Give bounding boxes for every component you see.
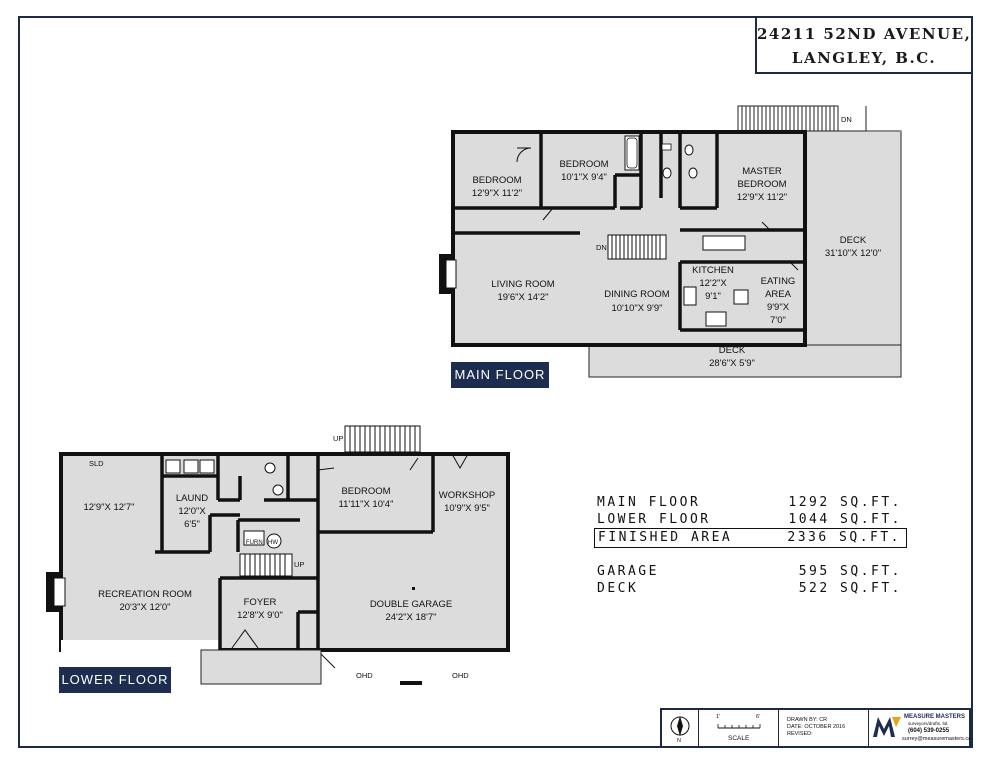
revised: REVISED: [787,731,813,737]
measure-masters-logo-icon [873,717,901,737]
main-room-living-name: LIVING ROOM [491,279,554,290]
lower-ohd-1: OHD [356,671,373,680]
main-dn-stair: DN [596,243,607,252]
lower-up-stair: UP [294,560,304,569]
area-row-garage: GARAGE 595 SQ.FT. [597,564,902,580]
lower-furn: FURN [246,540,263,546]
lower-room-bedroom-dims: 11'11"X 10'4" [339,499,394,510]
main-room-deck-name: DECK [840,235,867,246]
main-room-master-dims: 12'9"X 11'2" [737,192,787,203]
north-arrow-cell: N [662,710,699,746]
main-room-deck2-dims: 28'6"X 5'9" [709,358,755,369]
area-label: DECK [597,581,639,596]
scale-start: 1' [716,714,721,720]
main-floor-tag: MAIN FLOOR [451,362,549,388]
area-label: GARAGE [597,564,659,579]
area-value: 595 SQ.FT. [798,564,902,579]
main-room-deck2-name: DECK [719,345,746,356]
lower-room-laund-dims-2: 6'5" [184,519,200,530]
main-dn-top: DN [841,115,852,124]
lower-room-garage-name: DOUBLE GARAGE [370,599,452,610]
address-title-box: 24211 52ND AVENUE, LANGLEY, B.C. [755,16,973,74]
area-value: 522 SQ.FT. [798,581,902,596]
main-room-kitchen-dims: 12'2"X [699,278,727,289]
main-room-deck-dims: 31'10"X 12'0" [825,248,881,259]
lower-room-foyer-dims: 12'8"X 9'0" [237,610,283,621]
company-email: surrey@measuremasters.ca [902,736,972,742]
address-line-1: 24211 52ND AVENUE, [757,25,972,43]
main-room-kitchen-name: KITCHEN [692,265,734,276]
area-value: 1044 SQ.FT. [788,512,902,527]
lower-room-bedroom-name: BEDROOM [341,486,390,497]
main-room-master-name-2: BEDROOM [737,179,786,190]
lower-stairs [239,553,293,577]
address-line-2: LANGLEY, B.C. [791,49,937,67]
lower-room-rec-dims: 20'3"X 12'0" [119,602,170,613]
lower-room-garage-dims: 24'2"X 18'7" [385,612,436,623]
lower-room-foyer-name: FOYER [244,597,277,608]
main-room-living-dims: 19'6"X 14'2" [497,292,548,303]
scale-end: 6' [756,714,761,720]
drawing-info-cell: DRAWN BY: CR DATE: OCTOBER 2016 REVISED: [778,710,869,746]
lower-floor-footprint [59,452,510,652]
area-value: 1292 SQ.FT. [788,495,902,510]
area-row-finished: FINISHED AREA 2336 SQ.FT. [594,528,907,548]
main-room-bedroom-2-name: BEDROOM [559,159,608,170]
main-room-master-name: MASTER [742,166,782,177]
lower-sld: SLD [89,459,104,468]
lower-porch [200,649,322,685]
lower-room-laund-dims: 12'0"X [178,506,206,517]
lower-top-stairs [344,425,421,453]
company-name: MEASURE MASTERS [904,714,966,720]
scale-bar-icon [717,724,761,729]
main-room-dining-dims: 10'10"X 9'9" [611,303,662,314]
area-row-lower: LOWER FLOOR 1044 SQ.FT. [597,512,902,528]
main-room-eating-dims-2: 7'0" [770,315,786,326]
lower-floor-tag: LOWER FLOOR [59,667,171,693]
lower-room-workshop-dims: 10'9"X 9'5" [444,503,490,514]
main-room-eating-name: EATING [761,276,796,287]
main-room-bedroom-1-name: BEDROOM [472,175,521,186]
drawing-date: DATE: OCTOBER 2016 [787,724,846,730]
area-row-main: MAIN FLOOR 1292 SQ.FT. [597,495,902,511]
area-label: LOWER FLOOR [597,512,711,527]
lower-hw: HW [268,540,278,546]
area-label: FINISHED AREA [598,530,733,545]
title-block: N 1' 6' SCALE DRAWN BY: CR DATE: OCTOBER… [660,708,971,748]
main-deck-bottom [588,344,902,378]
company-tagline: surveyors/drafts. ltd. [908,721,949,726]
area-label: MAIN FLOOR [597,495,701,510]
main-room-bedroom-2-dims: 10'1"X 9'4" [561,172,607,183]
area-row-deck: DECK 522 SQ.FT. [597,581,902,597]
lower-room-workshop-name: WORKSHOP [439,490,495,501]
lower-room-bedroom-a-dims: 12'9"X 12'7" [83,502,134,513]
company-cell: MEASURE MASTERS surveyors/drafts. ltd. (… [868,710,972,746]
company-phone: (604) 539-0255 [908,728,950,734]
north-label: N [677,738,681,744]
lower-room-laund-name: LAUND [176,493,208,504]
main-deck-right [804,130,902,378]
scale-label: SCALE [728,735,750,742]
main-room-eating-name-2: AREA [765,289,792,300]
lower-ohd-2: OHD [452,671,469,680]
main-room-kitchen-dims-2: 9'1" [705,291,721,302]
north-arrow-icon [670,716,690,736]
main-room-bedroom-1-dims: 12'9"X 11'2" [472,188,522,199]
area-value: 2336 SQ.FT. [787,530,901,545]
lower-room-rec-name: RECREATION ROOM [98,589,192,600]
lower-up-top: UP [333,434,343,443]
scale-cell: 1' 6' SCALE [698,710,779,746]
main-deck-stairs [737,105,839,132]
drawn-by: DRAWN BY: CR [787,717,828,723]
main-room-dining-name: DINING ROOM [604,289,670,300]
drawing-frame [18,16,973,748]
main-stairs [607,234,667,260]
main-room-eating-dims: 9'9"X [767,302,790,313]
